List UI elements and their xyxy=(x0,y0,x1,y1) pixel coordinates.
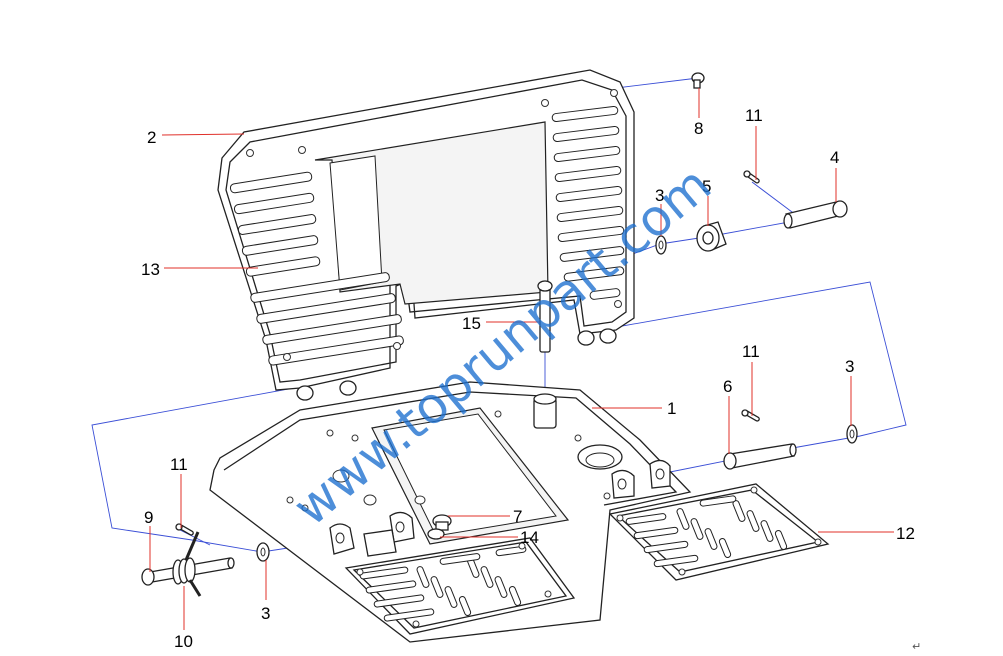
callout-8: 8 xyxy=(694,119,703,138)
leader-lines xyxy=(149,88,894,630)
callout-labels: 2 13 8 11 4 3 5 15 1 11 6 3 12 11 9 7 14… xyxy=(141,106,915,651)
callout-1: 1 xyxy=(667,399,676,418)
callout-9: 9 xyxy=(144,508,153,527)
screw-8 xyxy=(691,72,705,89)
knob-7 xyxy=(432,514,452,531)
callout-6: 6 xyxy=(723,377,732,396)
callout-3-bottom: 3 xyxy=(261,604,270,623)
split-pin-11-top xyxy=(743,170,760,184)
pin-6 xyxy=(723,443,797,470)
callout-4: 4 xyxy=(830,148,839,167)
pin-15 xyxy=(537,280,553,353)
split-pin-11-mid xyxy=(741,409,760,422)
upper-pedal-plate xyxy=(217,69,635,401)
callout-3-right: 3 xyxy=(845,357,854,376)
washer-3-right xyxy=(846,424,858,444)
spring-10 xyxy=(172,531,202,597)
callout-13: 13 xyxy=(141,260,160,279)
bearing-5 xyxy=(696,221,727,252)
hardware-parts xyxy=(141,72,858,597)
callout-11-top: 11 xyxy=(745,106,763,125)
assembly-lines xyxy=(91,77,907,553)
callout-12: 12 xyxy=(896,524,915,543)
pivot-pin-4 xyxy=(783,200,848,229)
callout-5: 5 xyxy=(702,177,711,196)
callout-10: 10 xyxy=(174,632,193,651)
callout-2: 2 xyxy=(147,128,156,147)
upper-plate-left-slots xyxy=(229,171,404,366)
callout-11-left: 11 xyxy=(170,455,188,474)
split-pin-11-left xyxy=(175,523,194,536)
upper-plate-right-slots xyxy=(551,105,625,300)
left-footrest-ribs xyxy=(359,545,527,622)
right-footrest-pad xyxy=(608,483,830,581)
callout-7: 7 xyxy=(513,507,522,526)
washer-3-bottom xyxy=(256,542,270,562)
base-plate xyxy=(209,381,692,643)
callout-15: 15 xyxy=(462,314,481,333)
washer-3-top xyxy=(655,235,667,255)
right-footrest-ribs xyxy=(625,495,788,568)
callout-3-top: 3 xyxy=(655,186,664,205)
corner-return-mark: ↵ xyxy=(912,640,921,653)
callout-11-mid: 11 xyxy=(742,342,760,361)
left-footrest-pad xyxy=(344,537,576,635)
callout-14: 14 xyxy=(520,528,539,547)
